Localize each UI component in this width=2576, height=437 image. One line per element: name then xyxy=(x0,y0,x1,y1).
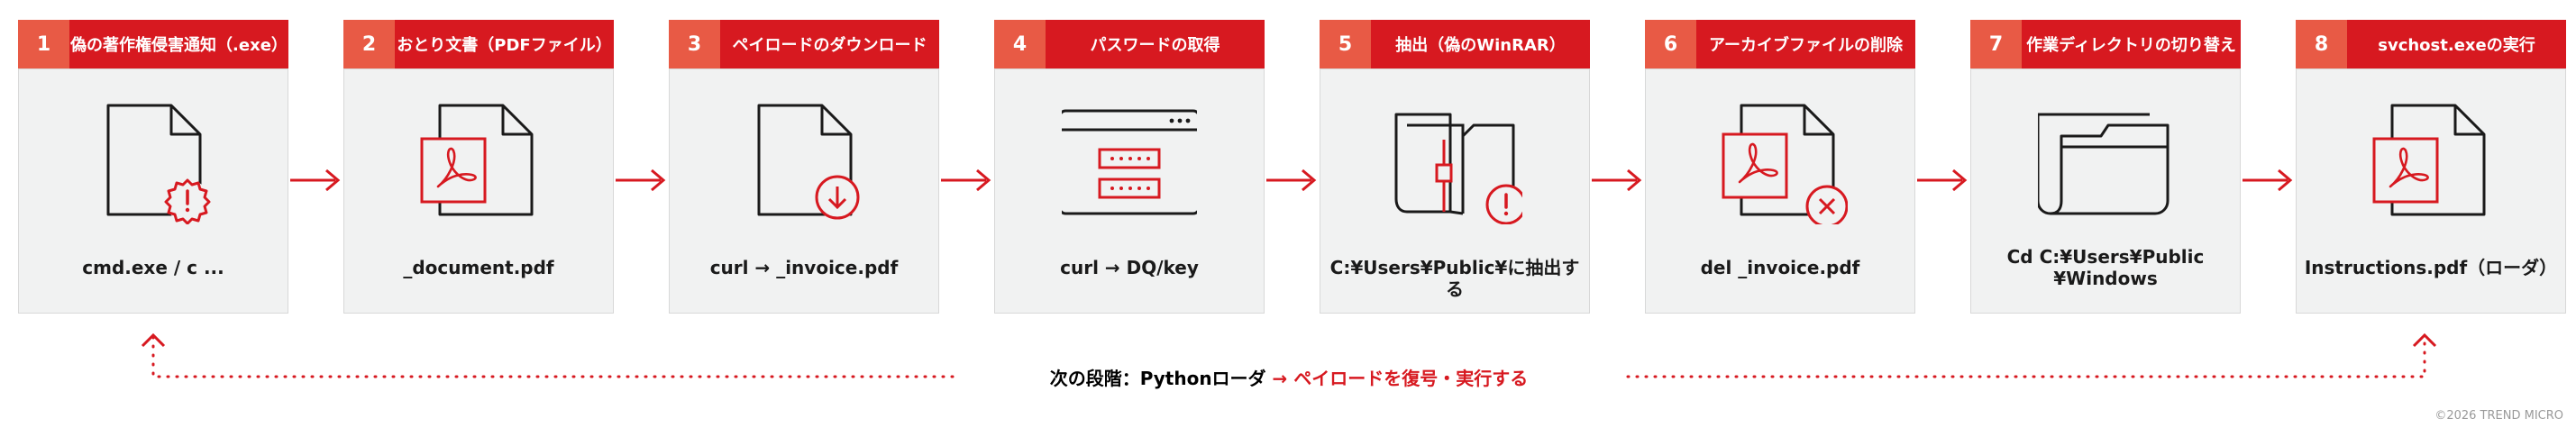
step-4-header: 4 パスワードの取得 xyxy=(994,20,1265,68)
flow-arrow-icon xyxy=(941,168,991,192)
password-window-icon xyxy=(1062,109,1197,215)
pdf-document-delete-icon xyxy=(1722,104,1848,224)
step-number: 3 xyxy=(669,20,720,68)
step-caption: del _invoice.pdf xyxy=(1700,257,1860,278)
step-6-header: 6 アーカイブファイルの削除 xyxy=(1645,20,1915,68)
step-3-header: 3 ペイロードのダウンロード xyxy=(669,20,939,68)
step-2-header: 2 おとり文書（PDFファイル） xyxy=(343,20,614,68)
step-title: パスワードの取得 xyxy=(1046,20,1265,68)
pdf-document-icon xyxy=(420,104,534,216)
step-title: 作業ディレクトリの切り替え xyxy=(2022,20,2241,68)
folder-icon xyxy=(2038,113,2170,215)
step-1-header: 1 偽の著作権侵害通知（.exe） xyxy=(18,20,288,68)
step-7-header: 7 作業ディレクトリの切り替え xyxy=(1970,20,2241,68)
flow-arrow-icon xyxy=(616,168,666,192)
flow-arrow-icon xyxy=(2243,168,2293,192)
step-caption: curl → DQ/key xyxy=(1060,257,1199,278)
flow-arrow-icon xyxy=(1266,168,1317,192)
step-8-header: 8 svchost.exeの実行 xyxy=(2296,20,2566,68)
step-caption: _document.pdf xyxy=(403,257,554,278)
step-caption: Instructions.pdf（ローダ） xyxy=(2304,257,2558,278)
step-card: cmd.exe / c ... xyxy=(18,68,288,314)
loop-back-connector xyxy=(141,332,2437,378)
step-caption: C:¥Users¥Public¥に抽出する xyxy=(1329,257,1580,300)
step-card: curl → DQ/key xyxy=(994,68,1265,314)
document-alert-gear-icon xyxy=(106,104,211,224)
next-stage-prefix: 次の段階：Pythonローダ xyxy=(1049,368,1266,389)
step-card: curl → _invoice.pdf xyxy=(669,68,939,314)
step-number: 5 xyxy=(1320,20,1371,68)
step-caption: Cd C:¥Users¥Public ¥Windows xyxy=(2006,246,2205,289)
step-number: 8 xyxy=(2296,20,2347,68)
flow-arrow-icon xyxy=(290,168,341,192)
step-card: C:¥Users¥Public¥に抽出する xyxy=(1320,68,1590,314)
step-title: svchost.exeの実行 xyxy=(2347,20,2566,68)
step-number: 6 xyxy=(1645,20,1696,68)
step-card: del _invoice.pdf xyxy=(1645,68,1915,314)
copyright-notice: ©2026 TREND MICRO xyxy=(2434,409,2563,423)
step-number: 1 xyxy=(18,20,69,68)
step-card: Instructions.pdf（ローダ） xyxy=(2296,68,2566,314)
step-card: Cd C:¥Users¥Public ¥Windows xyxy=(1970,68,2241,314)
flow-arrow-icon xyxy=(1592,168,1642,192)
step-card: _document.pdf xyxy=(343,68,614,314)
flow-arrow-icon xyxy=(1917,168,1968,192)
step-title: おとり文書（PDFファイル） xyxy=(395,20,614,68)
step-title: 抽出（偽のWinRAR） xyxy=(1371,20,1590,68)
step-number: 7 xyxy=(1970,20,2022,68)
next-stage-arrow: → xyxy=(1272,368,1288,389)
step-title: 偽の著作権侵害通知（.exe） xyxy=(69,20,288,68)
next-stage-suffix: ペイロードを復号・実行する xyxy=(1293,368,1529,389)
step-number: 4 xyxy=(994,20,1046,68)
step-caption: curl → _invoice.pdf xyxy=(709,257,899,278)
step-caption: cmd.exe / c ... xyxy=(82,257,224,278)
step-5-header: 5 抽出（偽のWinRAR） xyxy=(1320,20,1590,68)
step-title: アーカイブファイルの削除 xyxy=(1696,20,1915,68)
document-download-icon xyxy=(757,104,860,220)
pdf-document-icon xyxy=(2372,104,2486,216)
step-number: 2 xyxy=(343,20,395,68)
step-title: ペイロードのダウンロード xyxy=(720,20,939,68)
next-stage-label: 次の段階：Pythonローダ → ペイロードを復号・実行する xyxy=(955,364,1622,390)
archive-extract-alert-icon xyxy=(1394,113,1522,224)
